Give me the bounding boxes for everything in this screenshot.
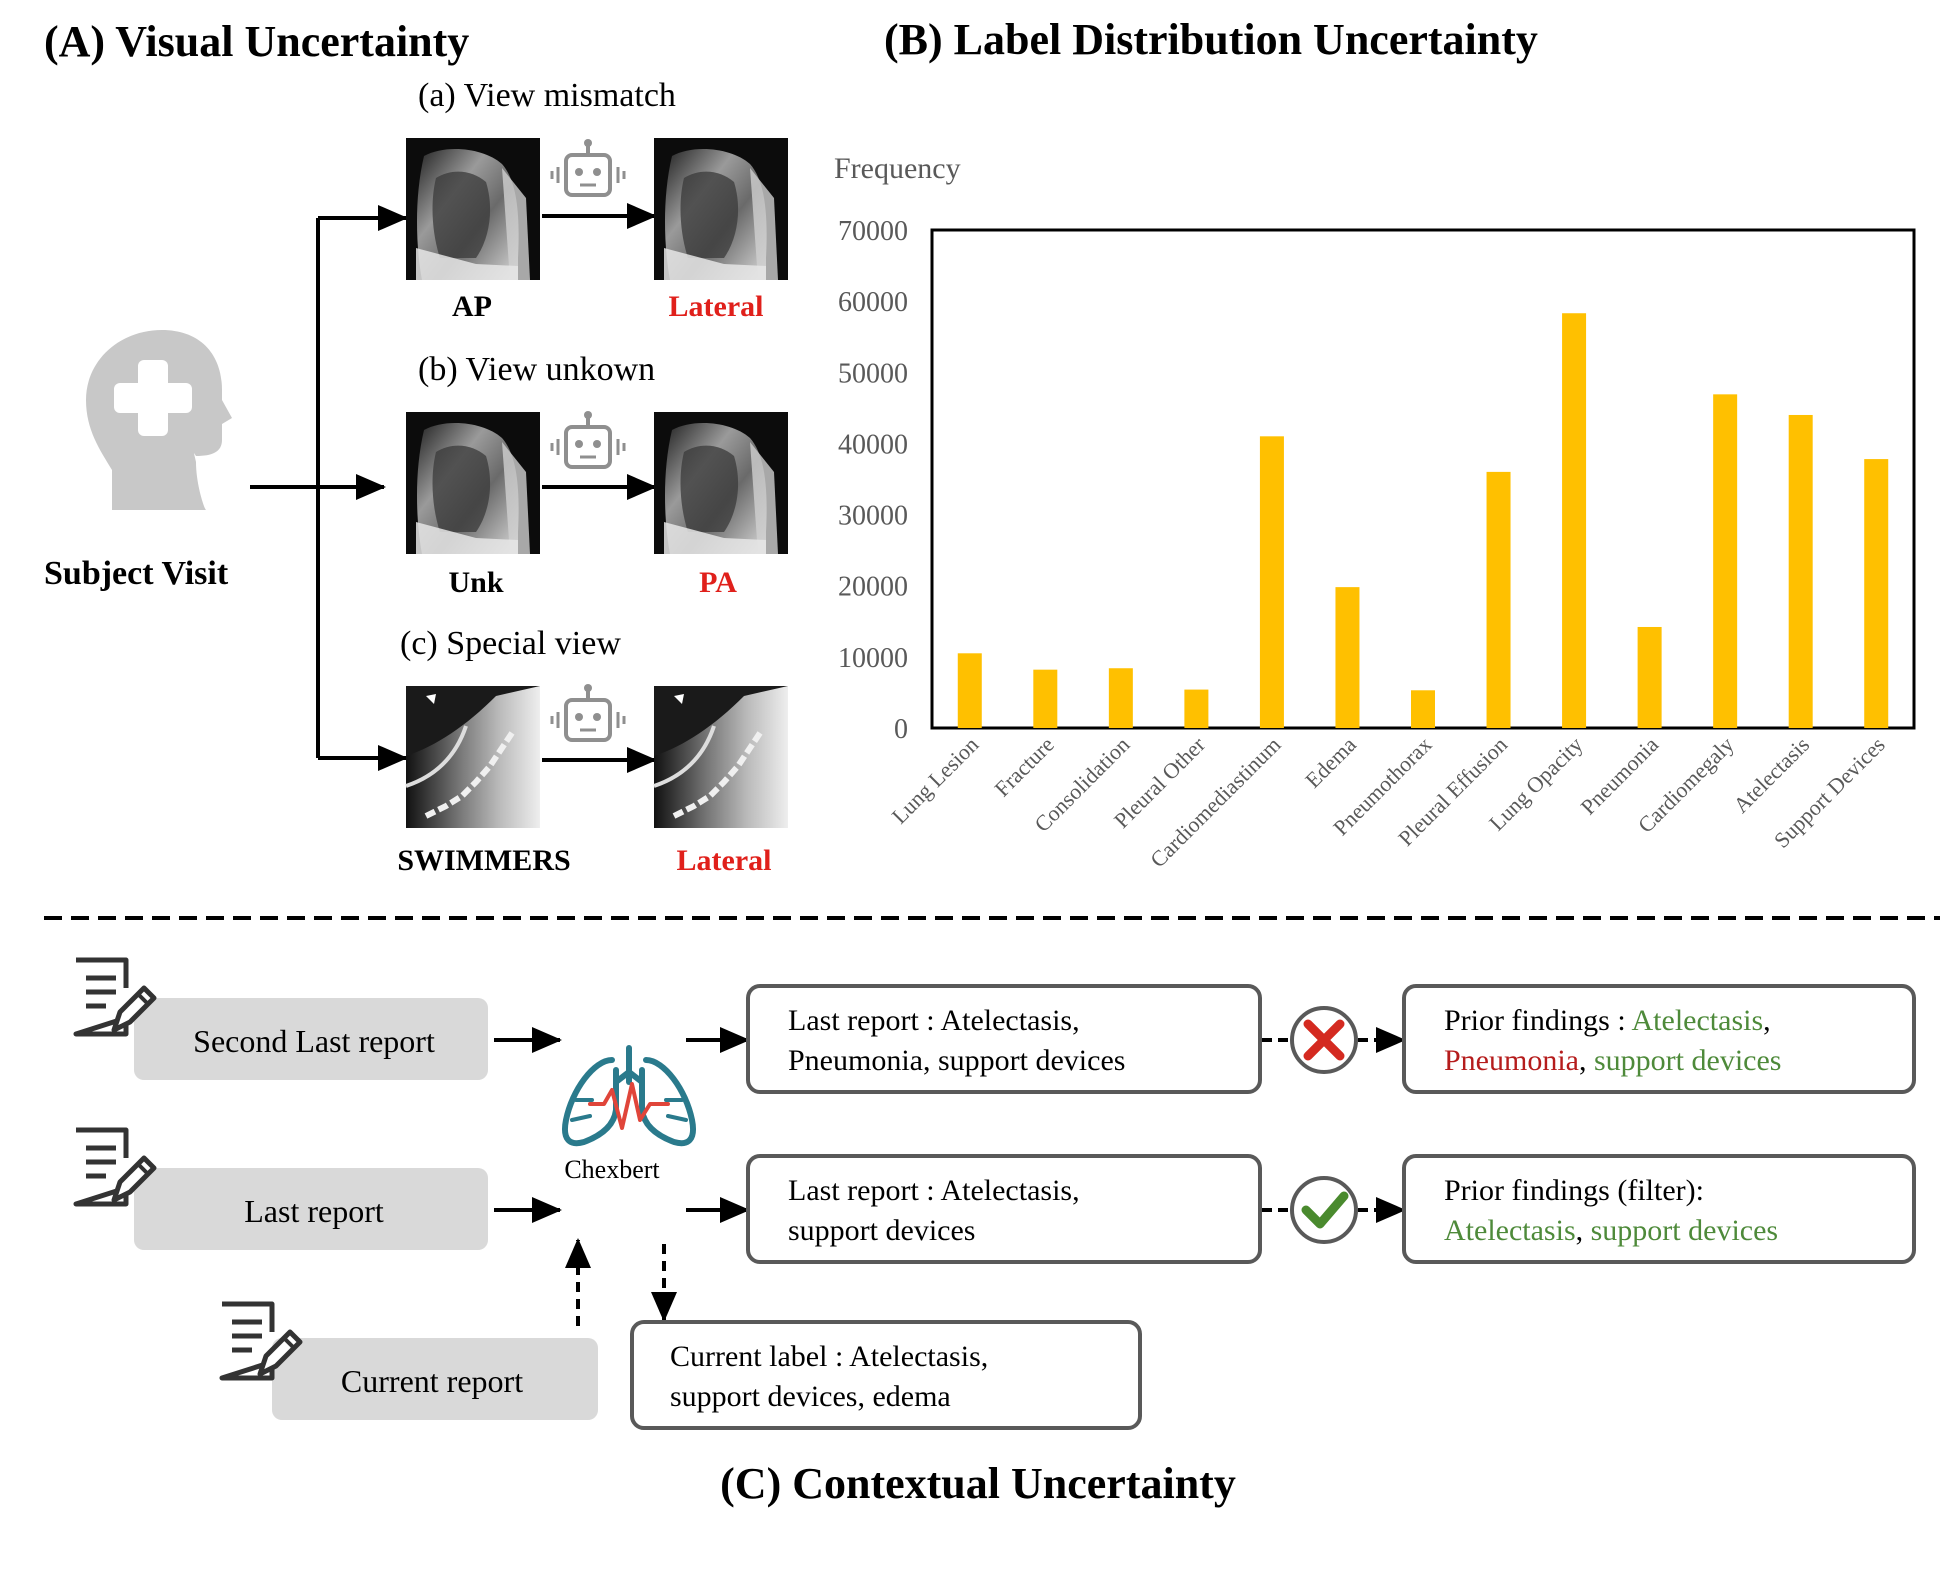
bar-support-devices xyxy=(1864,459,1889,728)
bar-cardiomediastinum xyxy=(1259,436,1284,728)
bar-consolidation xyxy=(1108,668,1133,728)
subject-visit-label: Subject Visit xyxy=(44,555,229,592)
xray-lateral-c xyxy=(654,686,788,828)
prior-findings-1-line1: Prior findings : Atelectasis, xyxy=(1444,1004,1771,1037)
bar-pleural-effusion xyxy=(1486,471,1511,728)
xray-swimmers xyxy=(406,686,540,828)
check-icon xyxy=(1290,1176,1358,1244)
subject-head-icon xyxy=(86,330,232,510)
prior-2-sep: , xyxy=(1576,1214,1591,1247)
x-tick-label: Edema xyxy=(1300,732,1361,793)
output-2-line2: support devices xyxy=(788,1214,975,1247)
last-report-output-box-1 xyxy=(746,984,1262,1094)
y-tick-label: 10000 xyxy=(838,643,908,674)
prior-1-pneumonia: Pneumonia xyxy=(1444,1044,1579,1077)
prior-findings-box-2 xyxy=(1402,1154,1916,1264)
xray-ap xyxy=(406,138,540,280)
last-report-label: Last report xyxy=(244,1193,384,1229)
bar-fracture xyxy=(1033,669,1058,728)
prior-2-line1: Prior findings (filter): xyxy=(1444,1174,1704,1207)
label-lateral-a: Lateral xyxy=(669,290,764,323)
label-swimmers: SWIMMERS xyxy=(397,844,570,877)
current-report-box xyxy=(272,1338,598,1420)
prior-2-support-devices: support devices xyxy=(1591,1214,1778,1247)
bar-chart: 0 10000 20000 30000 40000 50000 60000 70000 Lun… xyxy=(838,216,1916,872)
label-ap: AP xyxy=(452,290,492,323)
robot-icon xyxy=(550,137,626,197)
second-last-report-box xyxy=(134,998,488,1080)
y-axis-label: Frequency xyxy=(834,152,961,185)
output-1-line2: Pneumonia, support devices xyxy=(788,1044,1125,1077)
x-tick-label: Cardiomediastinum xyxy=(1145,732,1285,872)
current-label-box xyxy=(630,1320,1142,1430)
robot-icon xyxy=(550,409,626,469)
prior-1-prefix: Prior findings : xyxy=(1444,1004,1632,1037)
bar-pneumonia xyxy=(1637,626,1662,728)
last-report-box xyxy=(134,1168,488,1250)
bar-pneumothorax xyxy=(1411,690,1435,728)
prior-findings-box-1 xyxy=(1402,984,1916,1094)
y-tick-label: 50000 xyxy=(838,358,908,389)
panel-a-title: (A) Visual Uncertainty xyxy=(44,17,469,66)
panel-b-title: (B) Label Distribution Uncertainty xyxy=(884,15,1538,64)
y-tick-label: 70000 xyxy=(838,216,908,247)
prior-1-sep2: , xyxy=(1579,1044,1594,1077)
caption-special-view: (c) Special view xyxy=(400,625,621,662)
y-tick-label: 20000 xyxy=(838,572,908,603)
xray-unk xyxy=(406,412,540,554)
current-label-line1: Current label : Atelectasis, xyxy=(670,1340,988,1373)
label-pa: PA xyxy=(699,566,737,599)
caption-view-mismatch: (a) View mismatch xyxy=(418,77,676,114)
cross-icon xyxy=(1290,1006,1358,1074)
panel-c-title: (C) Contextual Uncertainty xyxy=(720,1459,1236,1508)
bar-lung-opacity xyxy=(1562,313,1587,728)
current-label-line2: support devices, edema xyxy=(670,1380,951,1413)
bar-cardiomegaly xyxy=(1713,394,1738,728)
x-tick-label: Fracture xyxy=(989,732,1059,802)
bar-pleural-other xyxy=(1184,689,1209,728)
chexbert-label: Chexbert xyxy=(564,1155,660,1184)
xray-pa xyxy=(654,412,788,554)
y-tick-label: 30000 xyxy=(838,501,908,532)
label-unk: Unk xyxy=(448,566,503,599)
label-lateral-c: Lateral xyxy=(677,844,772,877)
branch-connector xyxy=(250,203,657,773)
prior-1-sep1: , xyxy=(1763,1004,1771,1037)
current-report-label: Current report xyxy=(341,1363,523,1399)
output-2-line1: Last report : Atelectasis, xyxy=(788,1174,1080,1207)
prior-1-atelectasis: Atelectasis xyxy=(1632,1004,1764,1037)
filter-arrows xyxy=(1262,1027,1406,1223)
bar-atelectasis xyxy=(1788,414,1813,728)
y-tick-label: 0 xyxy=(894,714,908,745)
robot-icon xyxy=(550,682,626,742)
prior-findings-1-line2: Pneumonia, support devices xyxy=(1444,1044,1781,1077)
chexbert-lungs-icon xyxy=(562,1045,696,1147)
prior-findings-2-line2: Atelectasis, support devices xyxy=(1444,1214,1778,1247)
bar-edema xyxy=(1335,587,1360,728)
prior-1-support-devices: support devices xyxy=(1594,1044,1781,1077)
xray-lateral-a xyxy=(654,138,788,280)
prior-2-atelectasis: Atelectasis xyxy=(1444,1214,1576,1247)
second-last-report-label: Second Last report xyxy=(193,1023,435,1059)
last-report-output-box-2 xyxy=(746,1154,1262,1264)
plot-area-frame xyxy=(930,228,1916,730)
output-1-line1: Last report : Atelectasis, xyxy=(788,1004,1080,1037)
input-arrows xyxy=(494,1027,750,1326)
bar-lung-lesion xyxy=(957,653,982,728)
caption-view-unknown: (b) View unkown xyxy=(418,351,655,388)
x-tick-label: Lung Lesion xyxy=(887,732,984,829)
y-tick-label: 40000 xyxy=(838,429,908,460)
y-tick-label: 60000 xyxy=(838,287,908,318)
